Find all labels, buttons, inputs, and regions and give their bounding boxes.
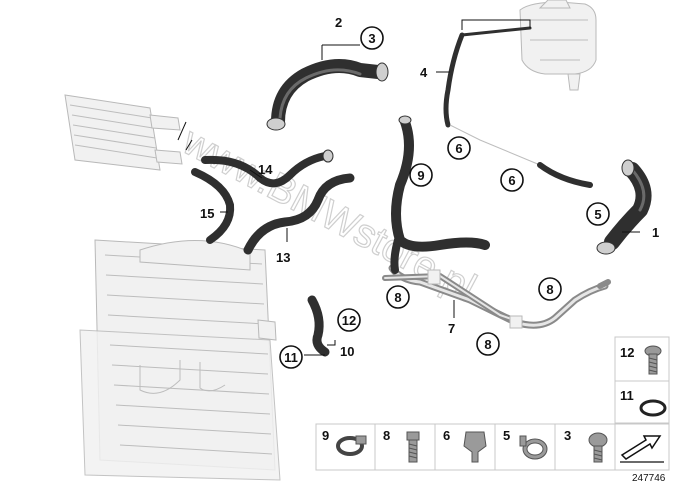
hose-6 bbox=[449, 124, 593, 188]
svg-text:5: 5 bbox=[594, 207, 601, 222]
callout-9: 9 bbox=[409, 163, 433, 187]
legend-label-6: 6 bbox=[443, 428, 450, 443]
legend-label-12: 12 bbox=[620, 345, 634, 360]
callout-12: 12 bbox=[337, 308, 361, 332]
spring-clamp-icon bbox=[519, 435, 548, 460]
hose-2 bbox=[266, 59, 389, 131]
hose-13 bbox=[243, 173, 355, 255]
screw-icon bbox=[588, 432, 608, 463]
leader-lines bbox=[177, 19, 640, 356]
legend-label-3: 3 bbox=[564, 428, 571, 443]
document-number: 247746 bbox=[632, 473, 666, 484]
bolt-icon bbox=[406, 431, 420, 463]
coolant-pipe-7 bbox=[382, 264, 609, 329]
legend-label-8: 8 bbox=[383, 428, 390, 443]
callout-4: 4 bbox=[420, 65, 428, 80]
callout-1: 1 bbox=[652, 225, 659, 240]
legend-label-11: 11 bbox=[620, 388, 634, 403]
direction-arrow-icon bbox=[620, 435, 664, 463]
callout-15: 15 bbox=[200, 206, 214, 221]
hose-15 bbox=[191, 168, 235, 244]
svg-text:8: 8 bbox=[484, 337, 491, 352]
callout-10: 10 bbox=[340, 344, 354, 359]
hose-10 bbox=[307, 295, 330, 357]
svg-text:8: 8 bbox=[394, 290, 401, 305]
callout-8b: 8 bbox=[538, 277, 562, 301]
hose-9 bbox=[390, 115, 490, 274]
radiator-module bbox=[79, 239, 281, 481]
callout-7: 7 bbox=[448, 321, 455, 336]
callout-5: 5 bbox=[586, 202, 610, 226]
hose-4 bbox=[443, 26, 532, 128]
callout-8a: 8 bbox=[386, 285, 410, 309]
svg-text:3: 3 bbox=[368, 31, 375, 46]
callout-11: 11 bbox=[279, 345, 303, 369]
callout-14: 14 bbox=[258, 162, 273, 177]
hose-1 bbox=[596, 159, 652, 255]
oil-cooler bbox=[64, 94, 183, 171]
callout-8c: 8 bbox=[476, 332, 500, 356]
callout-2: 2 bbox=[335, 15, 342, 30]
legend-bottom bbox=[315, 423, 670, 471]
o-ring-icon bbox=[639, 399, 667, 417]
svg-text:12: 12 bbox=[342, 313, 356, 328]
callout-3: 3 bbox=[360, 26, 384, 50]
svg-text:9: 9 bbox=[417, 168, 424, 183]
pipe-8-end bbox=[597, 279, 611, 289]
expansion-tank bbox=[519, 0, 597, 91]
legend-label-9: 9 bbox=[322, 428, 329, 443]
hose-clamp-icon bbox=[336, 435, 367, 456]
clip-icon bbox=[463, 431, 487, 463]
hose-14 bbox=[201, 149, 334, 188]
svg-text:8: 8 bbox=[546, 282, 553, 297]
svg-text:11: 11 bbox=[284, 350, 298, 365]
legend-label-5: 5 bbox=[503, 428, 510, 443]
svg-text:6: 6 bbox=[508, 173, 515, 188]
callout-6a: 6 bbox=[447, 136, 471, 160]
callout-6b: 6 bbox=[500, 168, 524, 192]
bolt-icon bbox=[644, 345, 662, 375]
callout-13: 13 bbox=[276, 250, 290, 265]
svg-text:6: 6 bbox=[455, 141, 462, 156]
